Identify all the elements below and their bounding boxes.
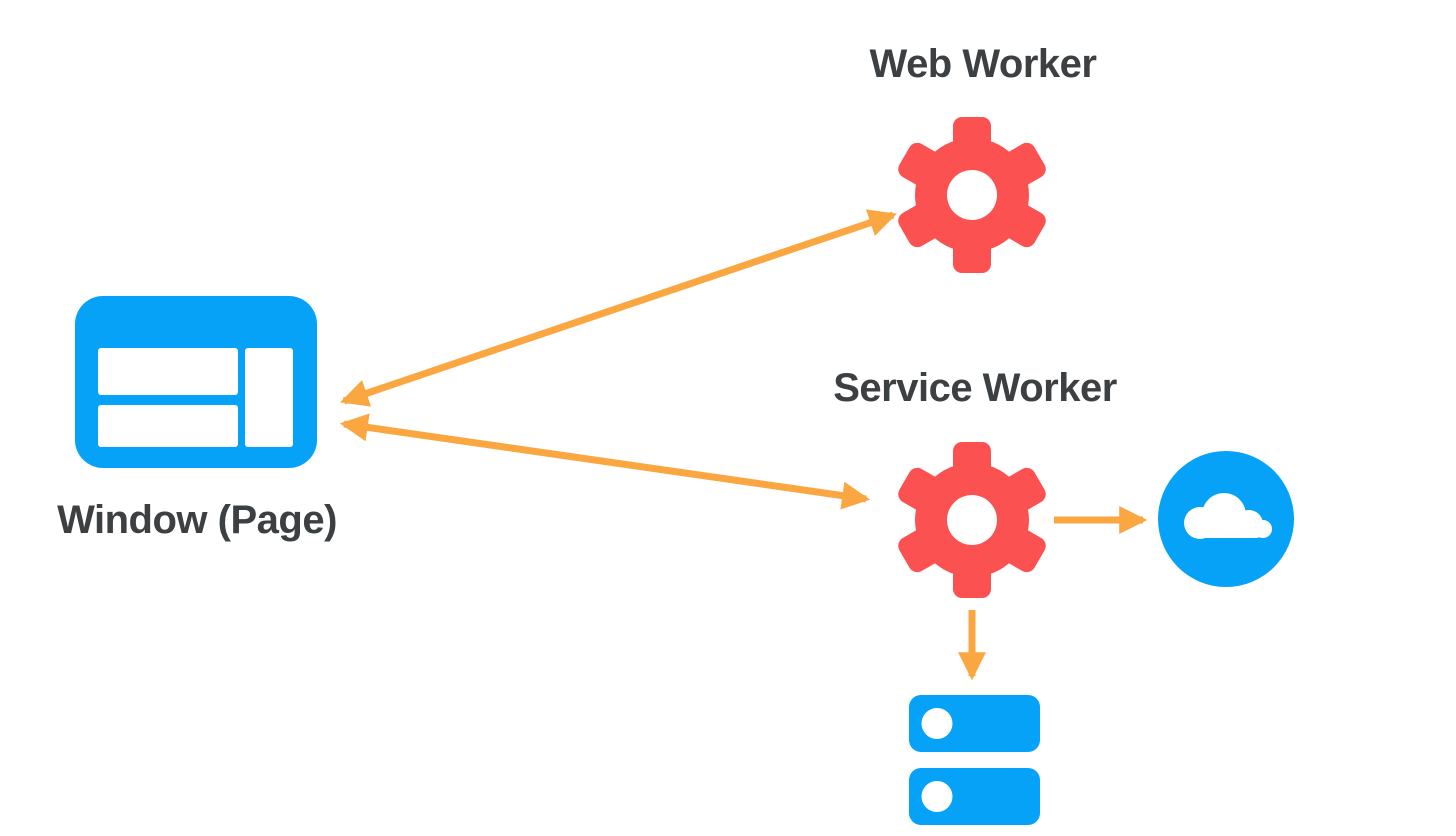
web-worker-label: Web Worker: [869, 42, 1097, 86]
database-icon: [909, 695, 1040, 825]
web-worker-node: [892, 115, 1052, 275]
window-page-node: [75, 296, 317, 468]
browser-window-icon: [75, 296, 317, 468]
cloud-icon: [1158, 451, 1294, 587]
gear-icon: [898, 117, 1046, 273]
edge-window-service-worker: [339, 413, 871, 510]
cloud-network-node: [1156, 449, 1296, 589]
gear-icon: [898, 442, 1046, 598]
storage-node: [909, 695, 1040, 825]
window-page-label: Window (Page): [57, 498, 337, 542]
service-worker-node: [892, 440, 1052, 600]
service-worker-label: Service Worker: [833, 366, 1117, 410]
